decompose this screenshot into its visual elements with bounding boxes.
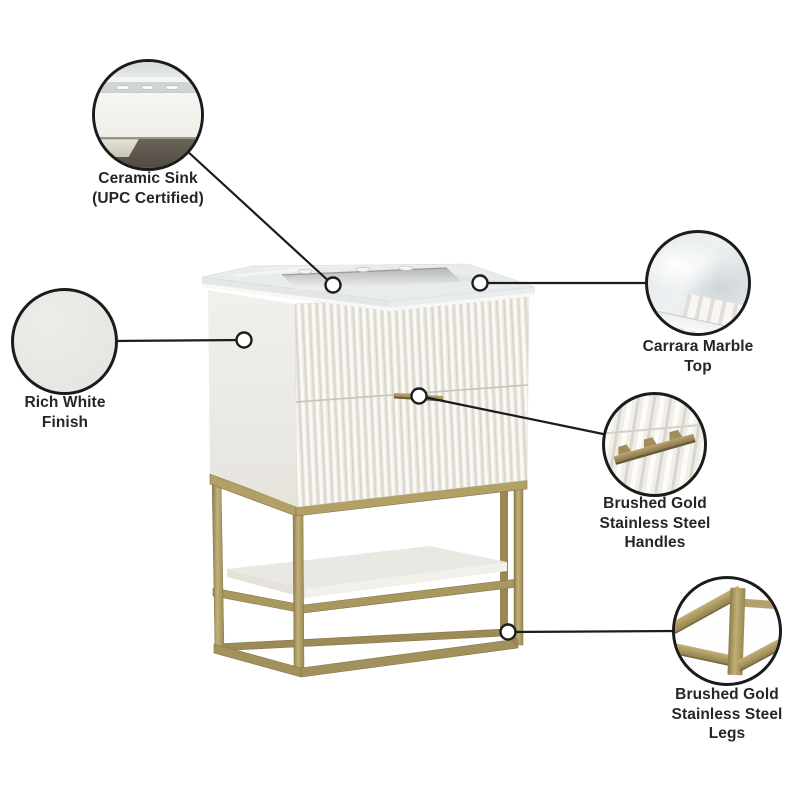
anchor-dot-handles (410, 387, 428, 405)
anchor-dot-rich-white (235, 331, 253, 349)
marble-vein (260, 265, 360, 270)
sink-drain (97, 139, 139, 158)
label-line: Stainless Steel (671, 705, 783, 723)
marble-vein (230, 268, 320, 277)
front-right-leg (513, 482, 524, 646)
faucet-hole (398, 265, 414, 271)
sink-closeup-highlight (95, 76, 201, 83)
leader-line-rich-white (114, 338, 245, 343)
shelf-front-edge (305, 562, 507, 598)
callout-label-ceramic-sink: Ceramic Sink (UPC Certified) (48, 169, 248, 209)
anchor-dots (235, 274, 517, 641)
callout-circle-rich-white (11, 288, 118, 395)
callout-circle-ceramic-sink (92, 59, 204, 171)
sink-closeup-marble-band (95, 62, 201, 77)
label-line: Rich White (24, 394, 106, 411)
slab-edge-right-highlight (390, 292, 535, 311)
faucet-hole (297, 268, 313, 274)
callout-label-carrara-marble: Carrara Marble Top (598, 337, 798, 376)
anchor-dot-carrara-marble (471, 274, 489, 292)
back-right-leg (500, 483, 508, 632)
sink-underside-detail (95, 165, 110, 168)
callout-circle-legs (672, 576, 782, 686)
label-line: Ceramic Sink (98, 170, 198, 187)
leader-line-ceramic-sink (185, 149, 334, 286)
marble-top (201, 263, 536, 312)
front-left-leg (292, 507, 305, 672)
callout-circle-handles (602, 392, 707, 497)
label-line: Handles (624, 534, 686, 551)
anchor-dot-ceramic-sink (324, 276, 342, 294)
faucet-slot (140, 84, 155, 91)
label-line: Brushed Gold (675, 686, 779, 703)
back-left-leg (211, 477, 225, 651)
callout-label-rich-white: Rich White Finish (0, 393, 150, 432)
label-line: (UPC Certified) (92, 190, 204, 207)
label-line: Brushed Gold (603, 495, 707, 512)
sink-closeup-underside (95, 137, 201, 168)
faucet-slot (164, 84, 179, 91)
leader-line-handles (418, 394, 609, 437)
label-line: Legs (708, 725, 746, 742)
callout-label-legs: Brushed Gold Stainless Steel Legs (627, 685, 800, 744)
faucet-hole (355, 266, 371, 272)
leader-lines (114, 149, 677, 634)
sink-closeup-basin (95, 91, 201, 138)
label-line: Carrara Marble (642, 338, 754, 355)
callout-label-handles: Brushed Gold Stainless Steel Handles (555, 494, 755, 553)
slab-edge-left-highlight (202, 283, 390, 311)
label-line: Finish (41, 413, 89, 431)
cabinet (208, 290, 530, 508)
faucet-slot (116, 84, 130, 91)
callout-circle-carrara-marble (645, 230, 751, 336)
shelf-left-edge (227, 569, 305, 598)
sink-drain-stem (95, 157, 112, 166)
cabinet-left-panel (208, 290, 297, 507)
label-line: Top (684, 357, 712, 375)
anchor-dot-legs (499, 623, 517, 641)
leader-line-legs (507, 629, 677, 634)
label-line: Stainless Steel (599, 514, 711, 532)
